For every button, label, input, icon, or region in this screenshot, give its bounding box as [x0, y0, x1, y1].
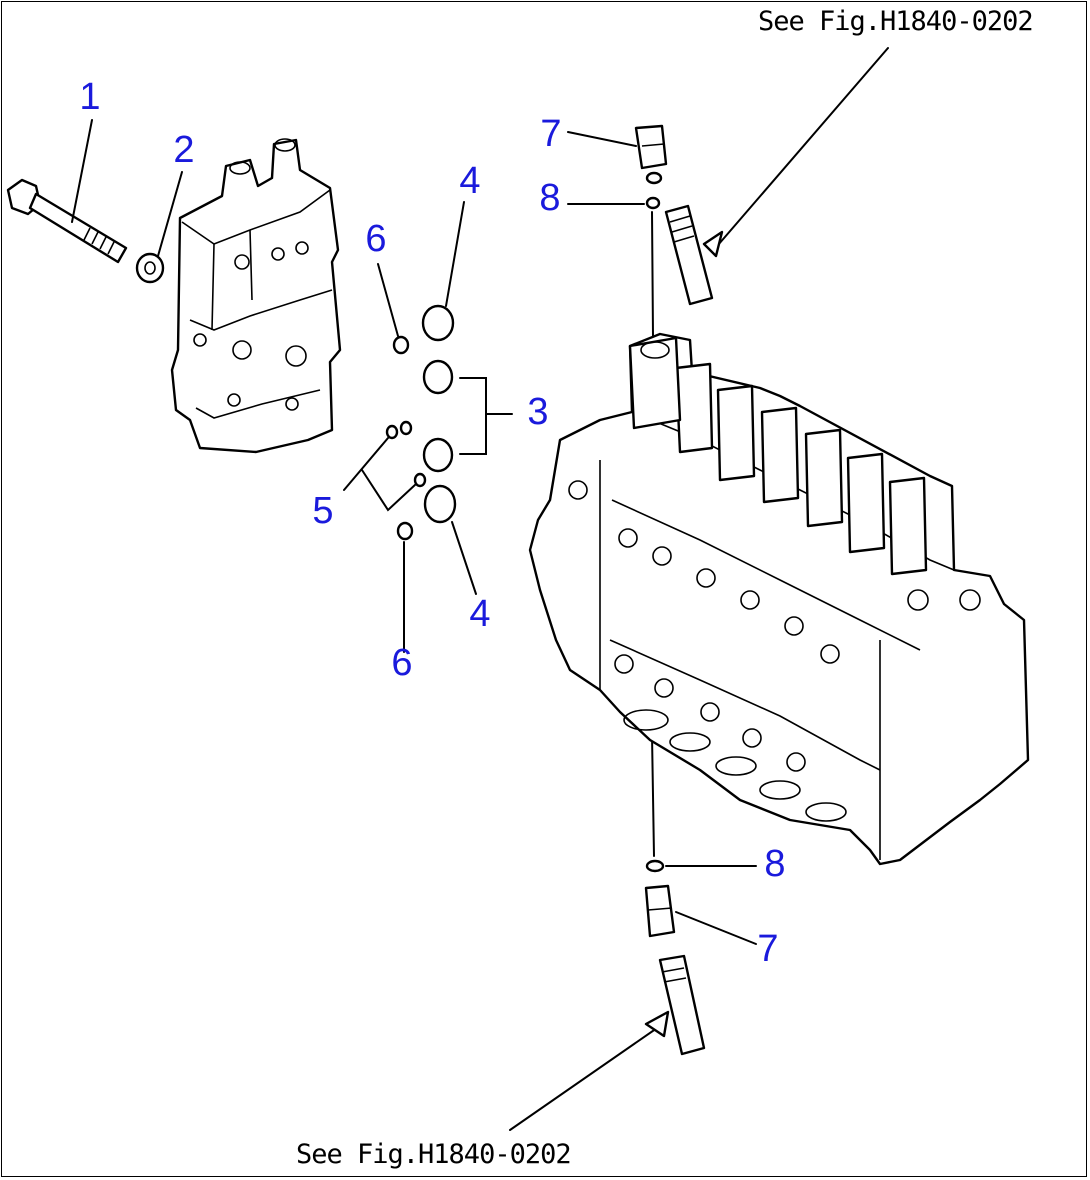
callout-7-upper: 7	[540, 113, 562, 155]
leader-lines	[71, 47, 889, 1131]
callout-4-lower: 4	[469, 593, 491, 635]
callout-4-upper: 4	[459, 160, 481, 202]
callout-8-upper: 8	[539, 177, 561, 219]
callout-1: 1	[79, 76, 101, 118]
callout-6-lower: 6	[391, 642, 413, 684]
callout-6-upper: 6	[365, 218, 387, 260]
top-fitting	[634, 124, 714, 337]
main-control-valve	[528, 332, 1030, 866]
callout-3: 3	[527, 391, 549, 433]
bolt-part	[6, 178, 128, 264]
callout-2: 2	[173, 129, 195, 171]
reference-bottom: See Fig.H1840-0202	[296, 1139, 572, 1170]
valve-section-left	[170, 138, 342, 454]
callout-7-lower: 7	[757, 928, 779, 970]
o-rings	[385, 304, 457, 541]
washer-part	[135, 252, 165, 284]
bottom-fitting	[644, 734, 706, 1056]
callout-8-lower: 8	[764, 843, 786, 885]
reference-top: See Fig.H1840-0202	[758, 6, 1034, 37]
callout-5: 5	[312, 490, 334, 532]
